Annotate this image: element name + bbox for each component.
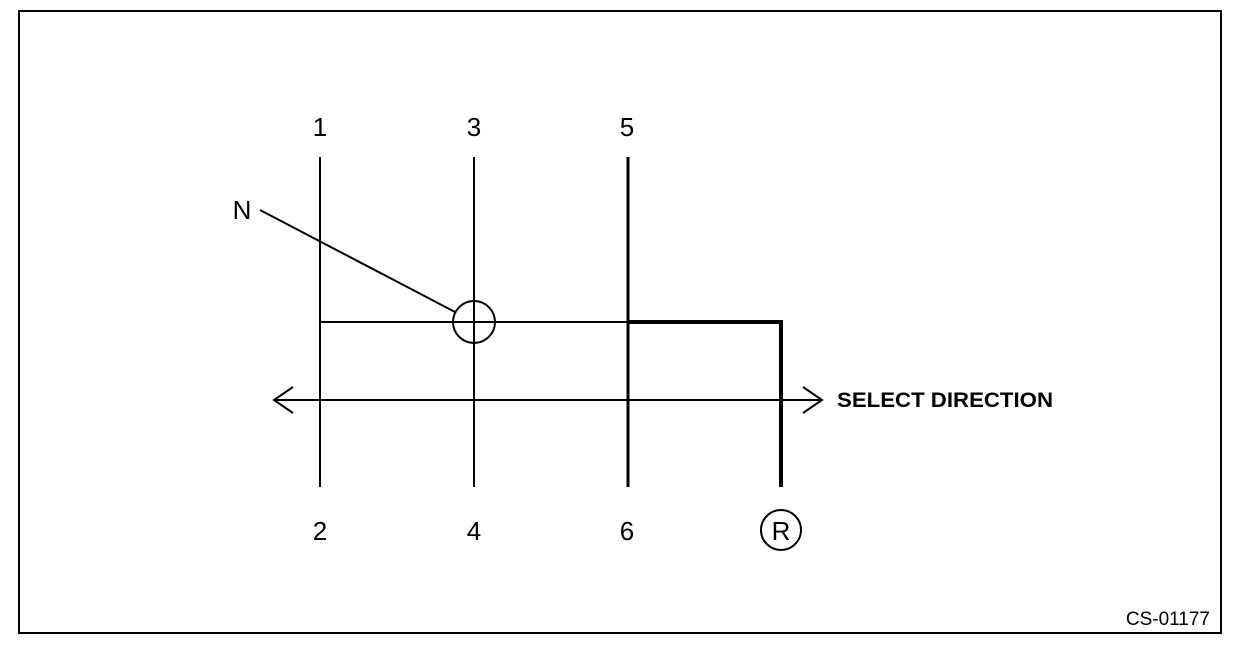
gear-1-label: 1 <box>313 112 327 142</box>
diagram-border <box>18 10 1222 634</box>
reverse-label: R <box>772 516 791 546</box>
select-direction-label: SELECT DIRECTION <box>837 389 1053 412</box>
neutral-label: N <box>233 195 252 225</box>
gear-4-label: 4 <box>467 516 481 546</box>
neutral-position-circle <box>452 300 496 344</box>
arrow-head-left <box>272 386 294 414</box>
reverse-path-line <box>628 320 783 487</box>
gear-5-label: 5 <box>620 112 634 142</box>
figure-code: CS-01177 <box>1126 609 1210 630</box>
neutral-leader-line <box>259 209 456 313</box>
arrow-head-right <box>802 386 824 414</box>
gear-2-label: 2 <box>313 516 327 546</box>
reverse-circle <box>760 509 802 551</box>
gear-6-label: 6 <box>620 516 634 546</box>
gear-3-label: 3 <box>467 112 481 142</box>
